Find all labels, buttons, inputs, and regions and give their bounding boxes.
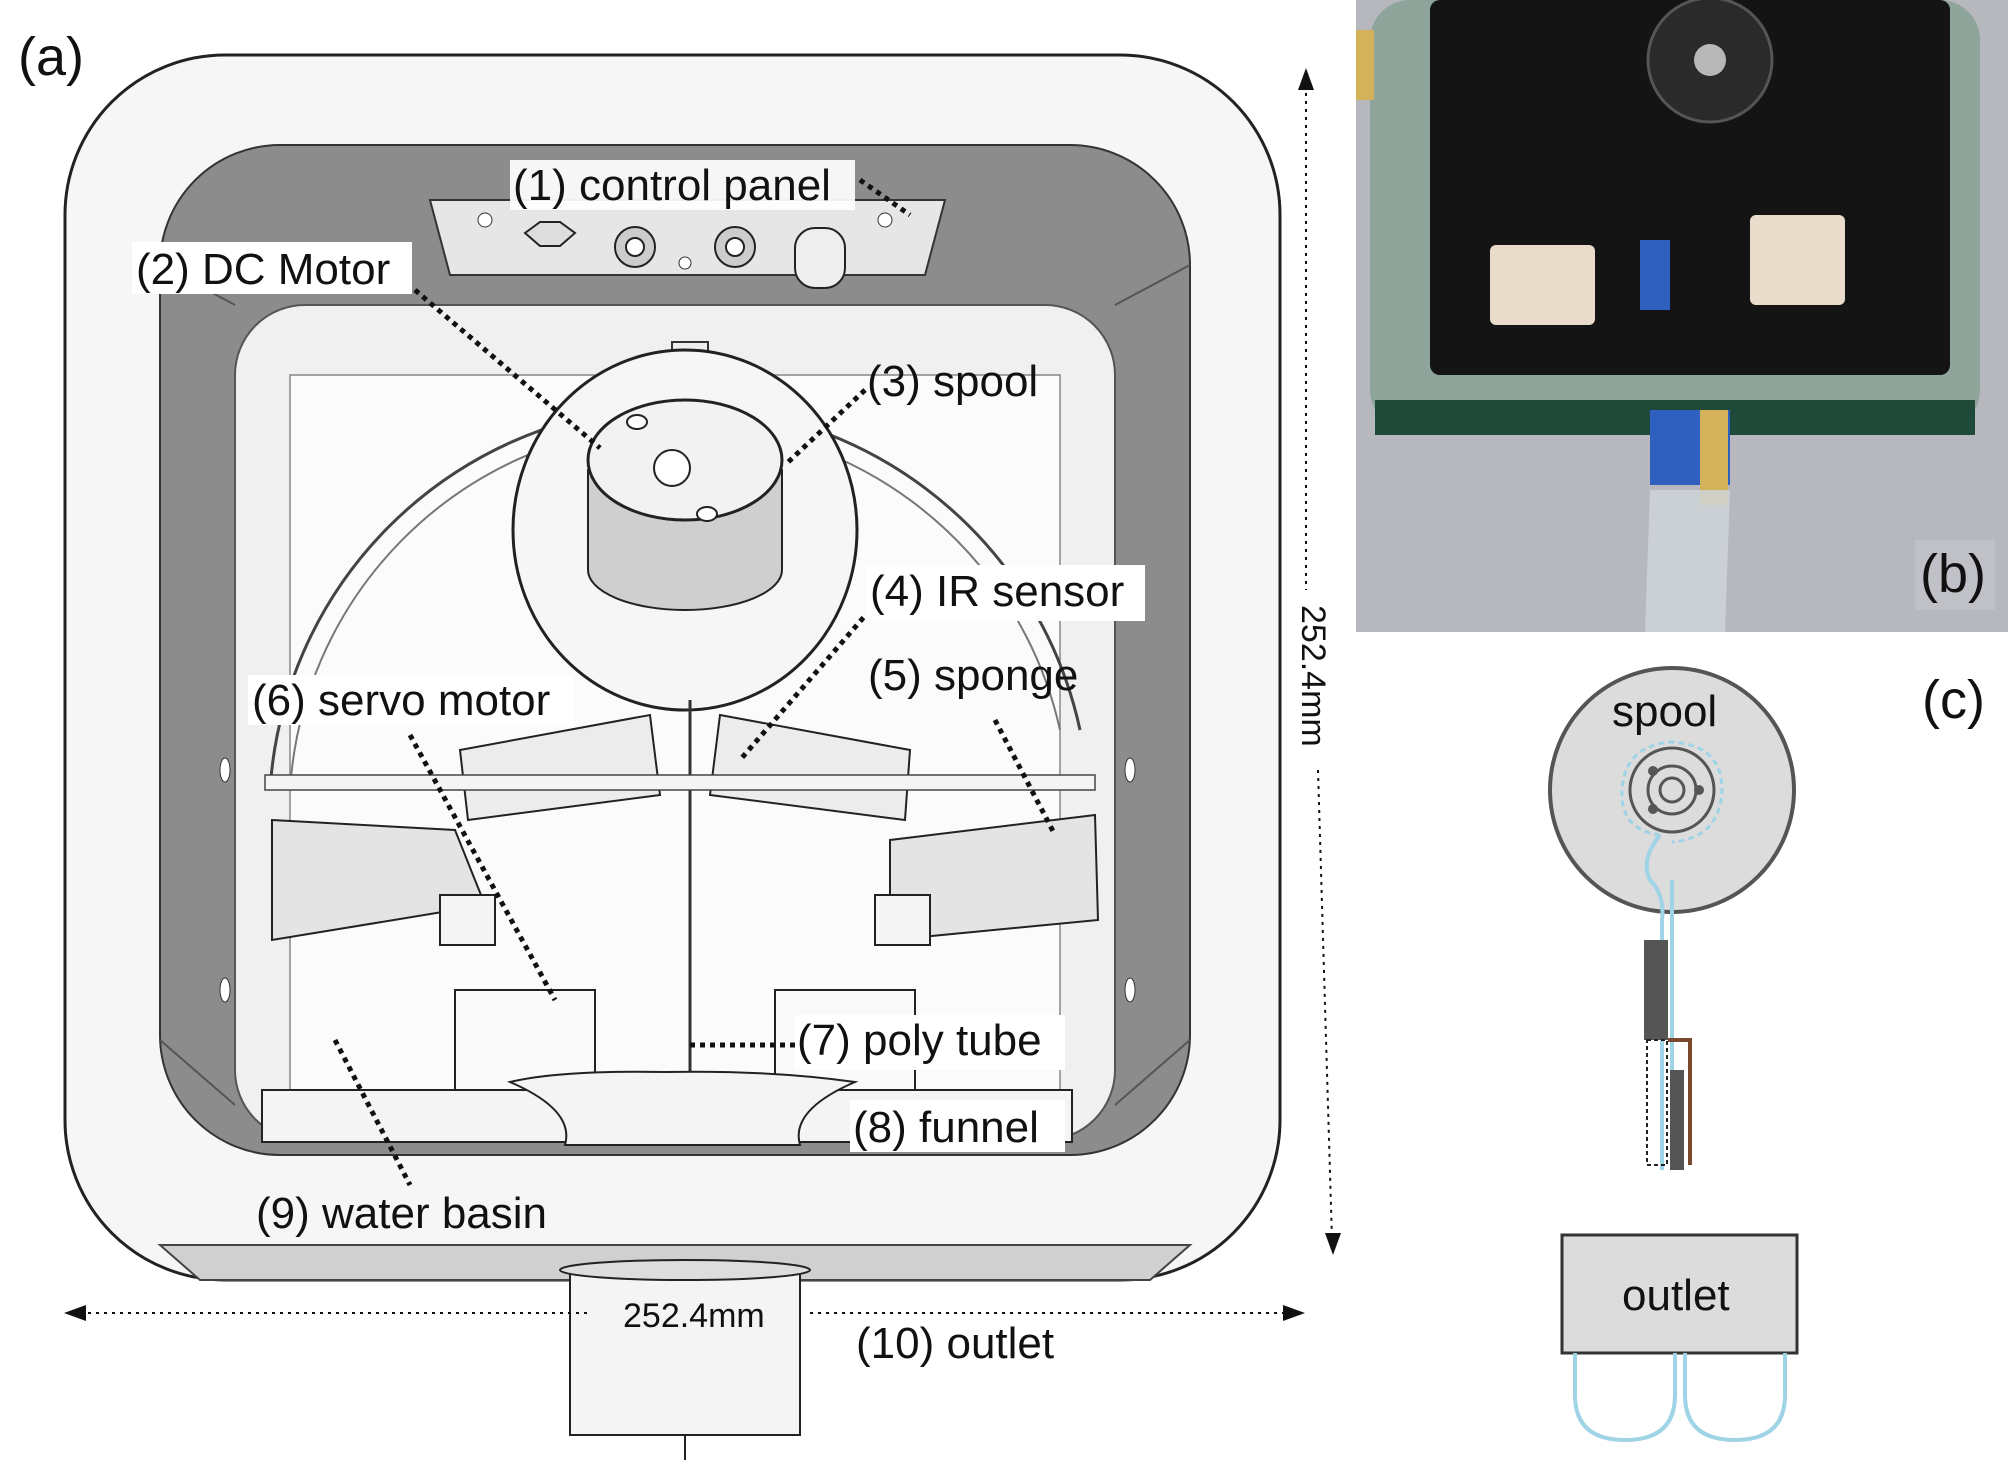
schematic-label-spool: spool [1612,687,1717,736]
arrow-right-icon [1283,1305,1305,1321]
label-width-dimension: 252.4mm [623,1297,765,1335]
panel-b-photo [1356,0,2008,632]
label-ir-sensor: (4) IR sensor [870,567,1124,616]
label-spool: (3) spool [867,357,1038,406]
label-poly-tube: (7) poly tube [797,1016,1042,1065]
sponge-clamps [264,713,1100,946]
label-funnel: (8) funnel [853,1103,1039,1152]
dimension-lines [64,68,1341,1321]
label-dc-motor: (2) DC Motor [136,245,390,294]
panel-label-a: (a) [18,27,84,87]
label-water-basin: (9) water basin [256,1189,547,1238]
label-sponge: (5) sponge [868,651,1078,700]
panel-label-b: (b) [1920,544,1986,604]
arrow-left-icon [64,1305,86,1321]
leader-lines [332,177,1058,1187]
panel-c-schematic [1548,666,1799,1443]
arrow-up-icon [1298,68,1314,90]
label-height-dimension: 252.4mm [1294,605,1332,747]
arrow-down-icon [1325,1233,1341,1255]
label-servo-motor: (6) servo motor [252,676,550,725]
panel-label-c: (c) [1922,670,1985,730]
label-outlet: (10) outlet [856,1319,1054,1368]
spool-assembly [511,348,859,712]
schematic-label-outlet: outlet [1622,1271,1730,1320]
panel-a-render [63,53,1282,1460]
funnel-shape [506,1070,859,1146]
label-control-panel: (1) control panel [513,161,831,210]
control-panel-plate [428,199,947,289]
outlet-cylinder [559,1259,811,1460]
